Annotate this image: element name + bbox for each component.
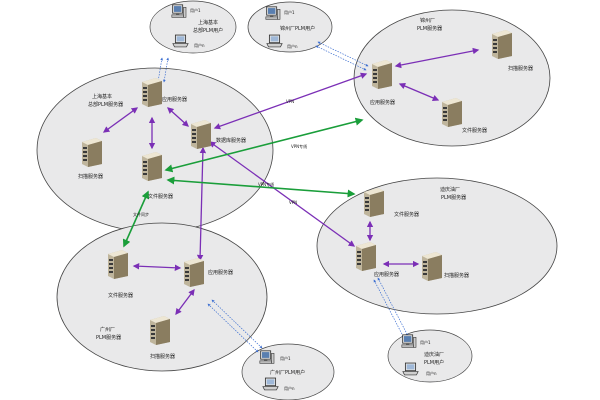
guangzhou-app-server-label: 应用服务器 (208, 269, 233, 276)
jinzhou-app-server-icon[interactable] (372, 60, 392, 89)
jinzhou-file-server-icon[interactable] (442, 98, 462, 127)
shanghai-users: 用户1 上海基本 总部PLM用户 用户n (171, 4, 223, 48)
user-links (156, 41, 409, 353)
xinjiang-users-title-line2: PLM用户 (424, 359, 444, 366)
guangzhou-title-line1: 广州厂 (100, 326, 115, 333)
xinjiang-app-server-icon[interactable] (356, 242, 376, 271)
shanghai-users-title-line1: 上海基本 (198, 19, 218, 26)
guangzhou-site: 文件服务器 应用服务器 扫描服务器 广州厂 PLM服务器 (96, 250, 233, 360)
guangzhou-scan-server-icon[interactable] (150, 316, 170, 345)
shanghai-scan-server-icon[interactable] (82, 138, 102, 167)
link-label-file-sync: 文件同步 (133, 211, 149, 217)
jinzhou-app-server-label: 应用服务器 (370, 99, 395, 106)
laptop-icon[interactable] (402, 362, 419, 376)
jinzhou-title-line2: PLM服务器 (417, 25, 442, 32)
xinjiang-usern-label: 用户n (426, 370, 437, 376)
laptop-icon[interactable] (266, 34, 283, 48)
xinjiang-file-server-icon[interactable] (364, 188, 384, 217)
guangzhou-users: 用户1 广州厂PLM用户 用户n (259, 350, 305, 391)
guangzhou-site-boundary (56, 222, 268, 372)
green-links (122, 117, 364, 248)
shanghai-site: 上海基本 总部PLM服务器 应用服务器 扫描服务器 文件服务器 数据库服务器 (78, 78, 246, 200)
xinjiang-app-server-label: 应用服务器 (374, 271, 399, 278)
xinjiang-scan-server-icon[interactable] (422, 252, 442, 281)
jinzhou-site: 锦州厂 PLM服务器 应用服务器 扫描服务器 文件服务器 (370, 17, 533, 134)
xinjiang-users: 用户1 迪庆油厂 PLM用户 用户n (401, 334, 444, 376)
jinzhou-users-title: 锦州厂PLM用户 (280, 25, 315, 32)
guangzhou-scan-server-label: 扫描服务器 (150, 353, 175, 360)
jinzhou-scan-server-label: 扫描服务器 (508, 65, 533, 72)
guangzhou-file-server-label: 文件服务器 (108, 292, 133, 299)
guangzhou-title-line2: PLM服务器 (96, 334, 121, 341)
shanghai-app-server-icon[interactable] (142, 78, 162, 107)
laptop-icon[interactable] (172, 34, 189, 48)
xinjiang-title-line2: PLM服务器 (441, 194, 466, 201)
xinjiang-user1-label: 用户1 (420, 339, 431, 345)
guangzhou-app-server-icon[interactable] (184, 258, 204, 287)
guangzhou-user1-label: 用户1 (280, 355, 291, 361)
xinjiang-site: 迪庆油厂 PLM服务器 文件服务器 应用服务器 扫描服务器 (356, 186, 469, 281)
jinzhou-scan-server-icon[interactable] (492, 30, 512, 59)
jinzhou-user1-label: 用户1 (284, 9, 295, 15)
shanghai-title-line2: 总部PLM服务器 (88, 101, 123, 108)
jinzhou-file-server-label: 文件服务器 (462, 127, 487, 134)
shanghai-scan-server-label: 扫描服务器 (78, 173, 103, 180)
xinjiang-scan-server-label: 扫描服务器 (444, 272, 469, 279)
xinjiang-users-title-line1: 迪庆油厂 (424, 351, 444, 358)
link-label-vpn-1: VPN (286, 99, 294, 104)
shanghai-title-line1: 上海基本 (92, 93, 112, 100)
laptop-icon[interactable] (262, 377, 279, 391)
shanghai-app-server-label: 应用服务器 (162, 96, 187, 103)
guangzhou-users-title: 广州厂PLM用户 (270, 369, 305, 376)
jinzhou-usern-label: 用户n (287, 43, 298, 49)
shanghai-file-server-label: 文件服务器 (148, 193, 173, 200)
shanghai-usern-label: 用户n (194, 42, 205, 48)
jinzhou-title-line1: 锦州厂 (420, 17, 435, 24)
shanghai-file-server-icon[interactable] (142, 152, 162, 181)
xinjiang-title-line1: 迪庆油厂 (440, 186, 460, 193)
link-label-vpn-4: VPN (289, 200, 297, 205)
link-label-vpn-2: VPN专线 (291, 143, 307, 149)
shanghai-user-group (149, 0, 237, 54)
shanghai-db-server-icon[interactable] (191, 120, 211, 149)
shanghai-user1-label: 用户1 (190, 7, 201, 13)
shanghai-users-title-line2: 总部PLM用户 (193, 27, 223, 34)
link-label-vpn-3: VPN专线 (258, 181, 274, 187)
xinjiang-file-server-label: 文件服务器 (394, 211, 419, 218)
guangzhou-file-server-icon[interactable] (108, 250, 128, 279)
shanghai-db-server-label: 数据库服务器 (216, 137, 246, 144)
guangzhou-usern-label: 用户n (284, 385, 295, 391)
jinzhou-users: 用户1 锦州厂PLM用户 用户n (265, 6, 315, 49)
